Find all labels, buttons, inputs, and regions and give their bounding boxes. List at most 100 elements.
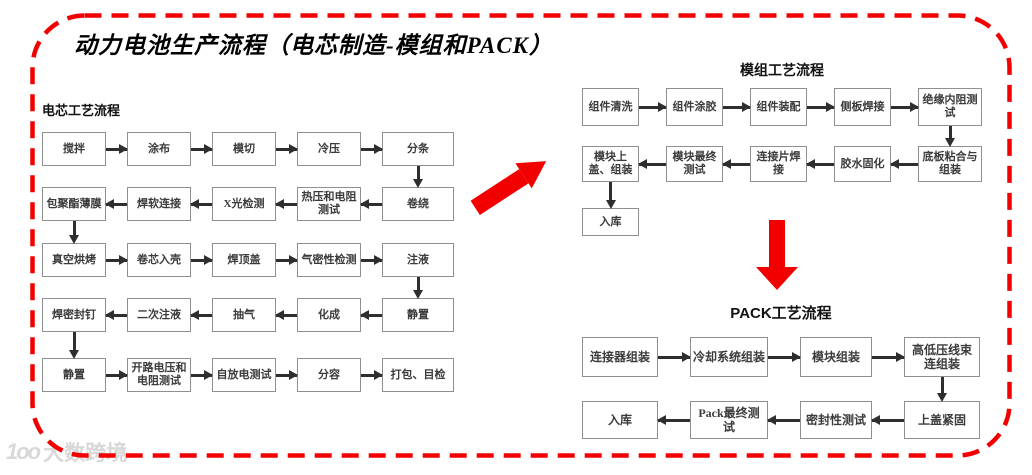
cell-process-section: 电芯工艺流程 搅拌 涂布 模切 冷压 分条 包聚酯薄膜 焊软连接 X光检测 热压… <box>42 100 454 392</box>
arrow-left-icon <box>191 202 212 206</box>
flow-step: 侧板焊接 <box>834 88 891 126</box>
flow-step: 气密性检测 <box>297 243 361 277</box>
arrow-left-icon <box>658 418 690 422</box>
flow-step: 卷绕 <box>382 187 454 221</box>
arrow-right-icon <box>807 105 834 109</box>
arrow-down-icon <box>948 126 952 140</box>
arrow-right-icon <box>361 373 382 377</box>
arrow-left-icon <box>276 202 297 206</box>
flow-step: 模切 <box>212 132 276 166</box>
arrow-right-icon <box>891 105 918 109</box>
arrow-right-icon <box>723 105 750 109</box>
arrow-right-icon <box>276 147 297 151</box>
flow-step: 开路电压和电阻测试 <box>127 358 191 392</box>
arrow-right-icon <box>276 373 297 377</box>
big-red-arrow-down-icon <box>756 220 798 290</box>
cell-section-title: 电芯工艺流程 <box>42 103 121 118</box>
flow-step: 静置 <box>382 298 454 332</box>
flow-step: 密封性测试 <box>800 401 872 439</box>
arrow-right-icon <box>276 258 297 262</box>
arrow-left-icon <box>807 162 834 166</box>
flow-step: 入库 <box>582 208 639 236</box>
flow-step: 连接片焊接 <box>750 146 807 182</box>
flow-step: 模块最终测试 <box>666 146 723 182</box>
flow-step: 模块组装 <box>800 337 872 377</box>
arrow-left-icon <box>723 162 750 166</box>
arrow-down-icon <box>416 166 420 181</box>
flow-step: 绝缘内阻测试 <box>918 88 982 126</box>
arrow-down-icon <box>72 221 76 237</box>
flow-step: 自放电测试 <box>212 358 276 392</box>
arrow-right-icon <box>361 147 382 151</box>
flow-step: 分容 <box>297 358 361 392</box>
arrow-left-icon <box>768 418 800 422</box>
flow-step: 热压和电阻测试 <box>297 187 361 221</box>
pack-process-section: PACK工艺流程 连接器组装 冷却系统组装 模块组装 高低压线束连组装 入库 P… <box>582 302 980 439</box>
flow-step: 焊软连接 <box>127 187 191 221</box>
flow-step: 涂布 <box>127 132 191 166</box>
page-title: 动力电池生产流程（电芯制造-模组和PACK） <box>74 33 554 58</box>
flow-step: 真空烘烤 <box>42 243 106 277</box>
flow-step: 高低压线束连组装 <box>904 337 980 377</box>
watermark-text: 大数跨境 <box>43 442 128 465</box>
arrow-left-icon <box>106 202 127 206</box>
arrow-left-icon <box>106 313 127 317</box>
arrow-left-icon <box>361 313 382 317</box>
flow-step: 二次注液 <box>127 298 191 332</box>
flow-step: 模块上盖、组装 <box>582 146 639 182</box>
flow-step: 包聚酯薄膜 <box>42 187 106 221</box>
flow-step: 胶水固化 <box>834 146 891 182</box>
arrow-left-icon <box>891 162 918 166</box>
arrow-left-icon <box>191 313 212 317</box>
flow-step: 分条 <box>382 132 454 166</box>
arrow-right-icon <box>106 373 127 377</box>
arrow-right-icon <box>658 355 690 359</box>
arrow-right-icon <box>106 147 127 151</box>
flow-step: 卷芯入壳 <box>127 243 191 277</box>
flow-step: 底板粘合与组装 <box>918 146 982 182</box>
arrow-down-icon <box>72 332 76 352</box>
arrow-right-icon <box>191 258 212 262</box>
arrow-right-icon <box>872 355 904 359</box>
arrow-right-icon <box>768 355 800 359</box>
flow-step: 抽气 <box>212 298 276 332</box>
arrow-right-icon <box>361 258 382 262</box>
module-section-title: 模组工艺流程 <box>740 62 824 78</box>
watermark-logo: 1oo <box>6 439 41 464</box>
flow-step: 注液 <box>382 243 454 277</box>
flow-step: 组件涂胶 <box>666 88 723 126</box>
flow-step: 冷却系统组装 <box>690 337 768 377</box>
flow-step: 冷压 <box>297 132 361 166</box>
module-flowchart: 组件清洗 组件涂胶 组件装配 侧板焊接 绝缘内阻测试 模块上盖、组装 模块最终测… <box>582 88 982 236</box>
pack-flowchart: 连接器组装 冷却系统组装 模块组装 高低压线束连组装 入库 Pack最终测试 密… <box>582 337 980 439</box>
flow-step: 化成 <box>297 298 361 332</box>
cell-flowchart: 搅拌 涂布 模切 冷压 分条 包聚酯薄膜 焊软连接 X光检测 热压和电阻测试 卷… <box>42 132 454 392</box>
arrow-down-icon <box>416 277 420 292</box>
arrow-left-icon <box>361 202 382 206</box>
arrow-right-icon <box>191 373 212 377</box>
arrow-left-icon <box>276 313 297 317</box>
flow-step: 上盖紧固 <box>904 401 980 439</box>
arrow-left-icon <box>872 418 904 422</box>
flow-step: 焊顶盖 <box>212 243 276 277</box>
arrow-right-icon <box>191 147 212 151</box>
flow-step: 连接器组装 <box>582 337 658 377</box>
big-red-arrow-up-right-icon <box>458 134 565 235</box>
flow-step: 搅拌 <box>42 132 106 166</box>
arrow-down-icon <box>609 182 612 202</box>
arrow-right-icon <box>106 258 127 262</box>
flow-step: 静置 <box>42 358 106 392</box>
watermark: 1oo 大数跨境 <box>6 437 127 467</box>
flow-step: Pack最终测试 <box>690 401 768 439</box>
flow-step: 入库 <box>582 401 658 439</box>
arrow-down-icon <box>940 377 944 395</box>
pack-section-title: PACK工艺流程 <box>730 305 832 322</box>
flow-step: 打包、目检 <box>382 358 454 392</box>
flow-step: 组件装配 <box>750 88 807 126</box>
arrow-left-icon <box>639 162 666 166</box>
module-process-section: 模组工艺流程 组件清洗 组件涂胶 组件装配 侧板焊接 绝缘内阻测试 模块上盖、组… <box>582 60 982 236</box>
arrow-right-icon <box>639 105 666 109</box>
flow-step: X光检测 <box>212 187 276 221</box>
flow-step: 焊密封钉 <box>42 298 106 332</box>
flow-step: 组件清洗 <box>582 88 639 126</box>
